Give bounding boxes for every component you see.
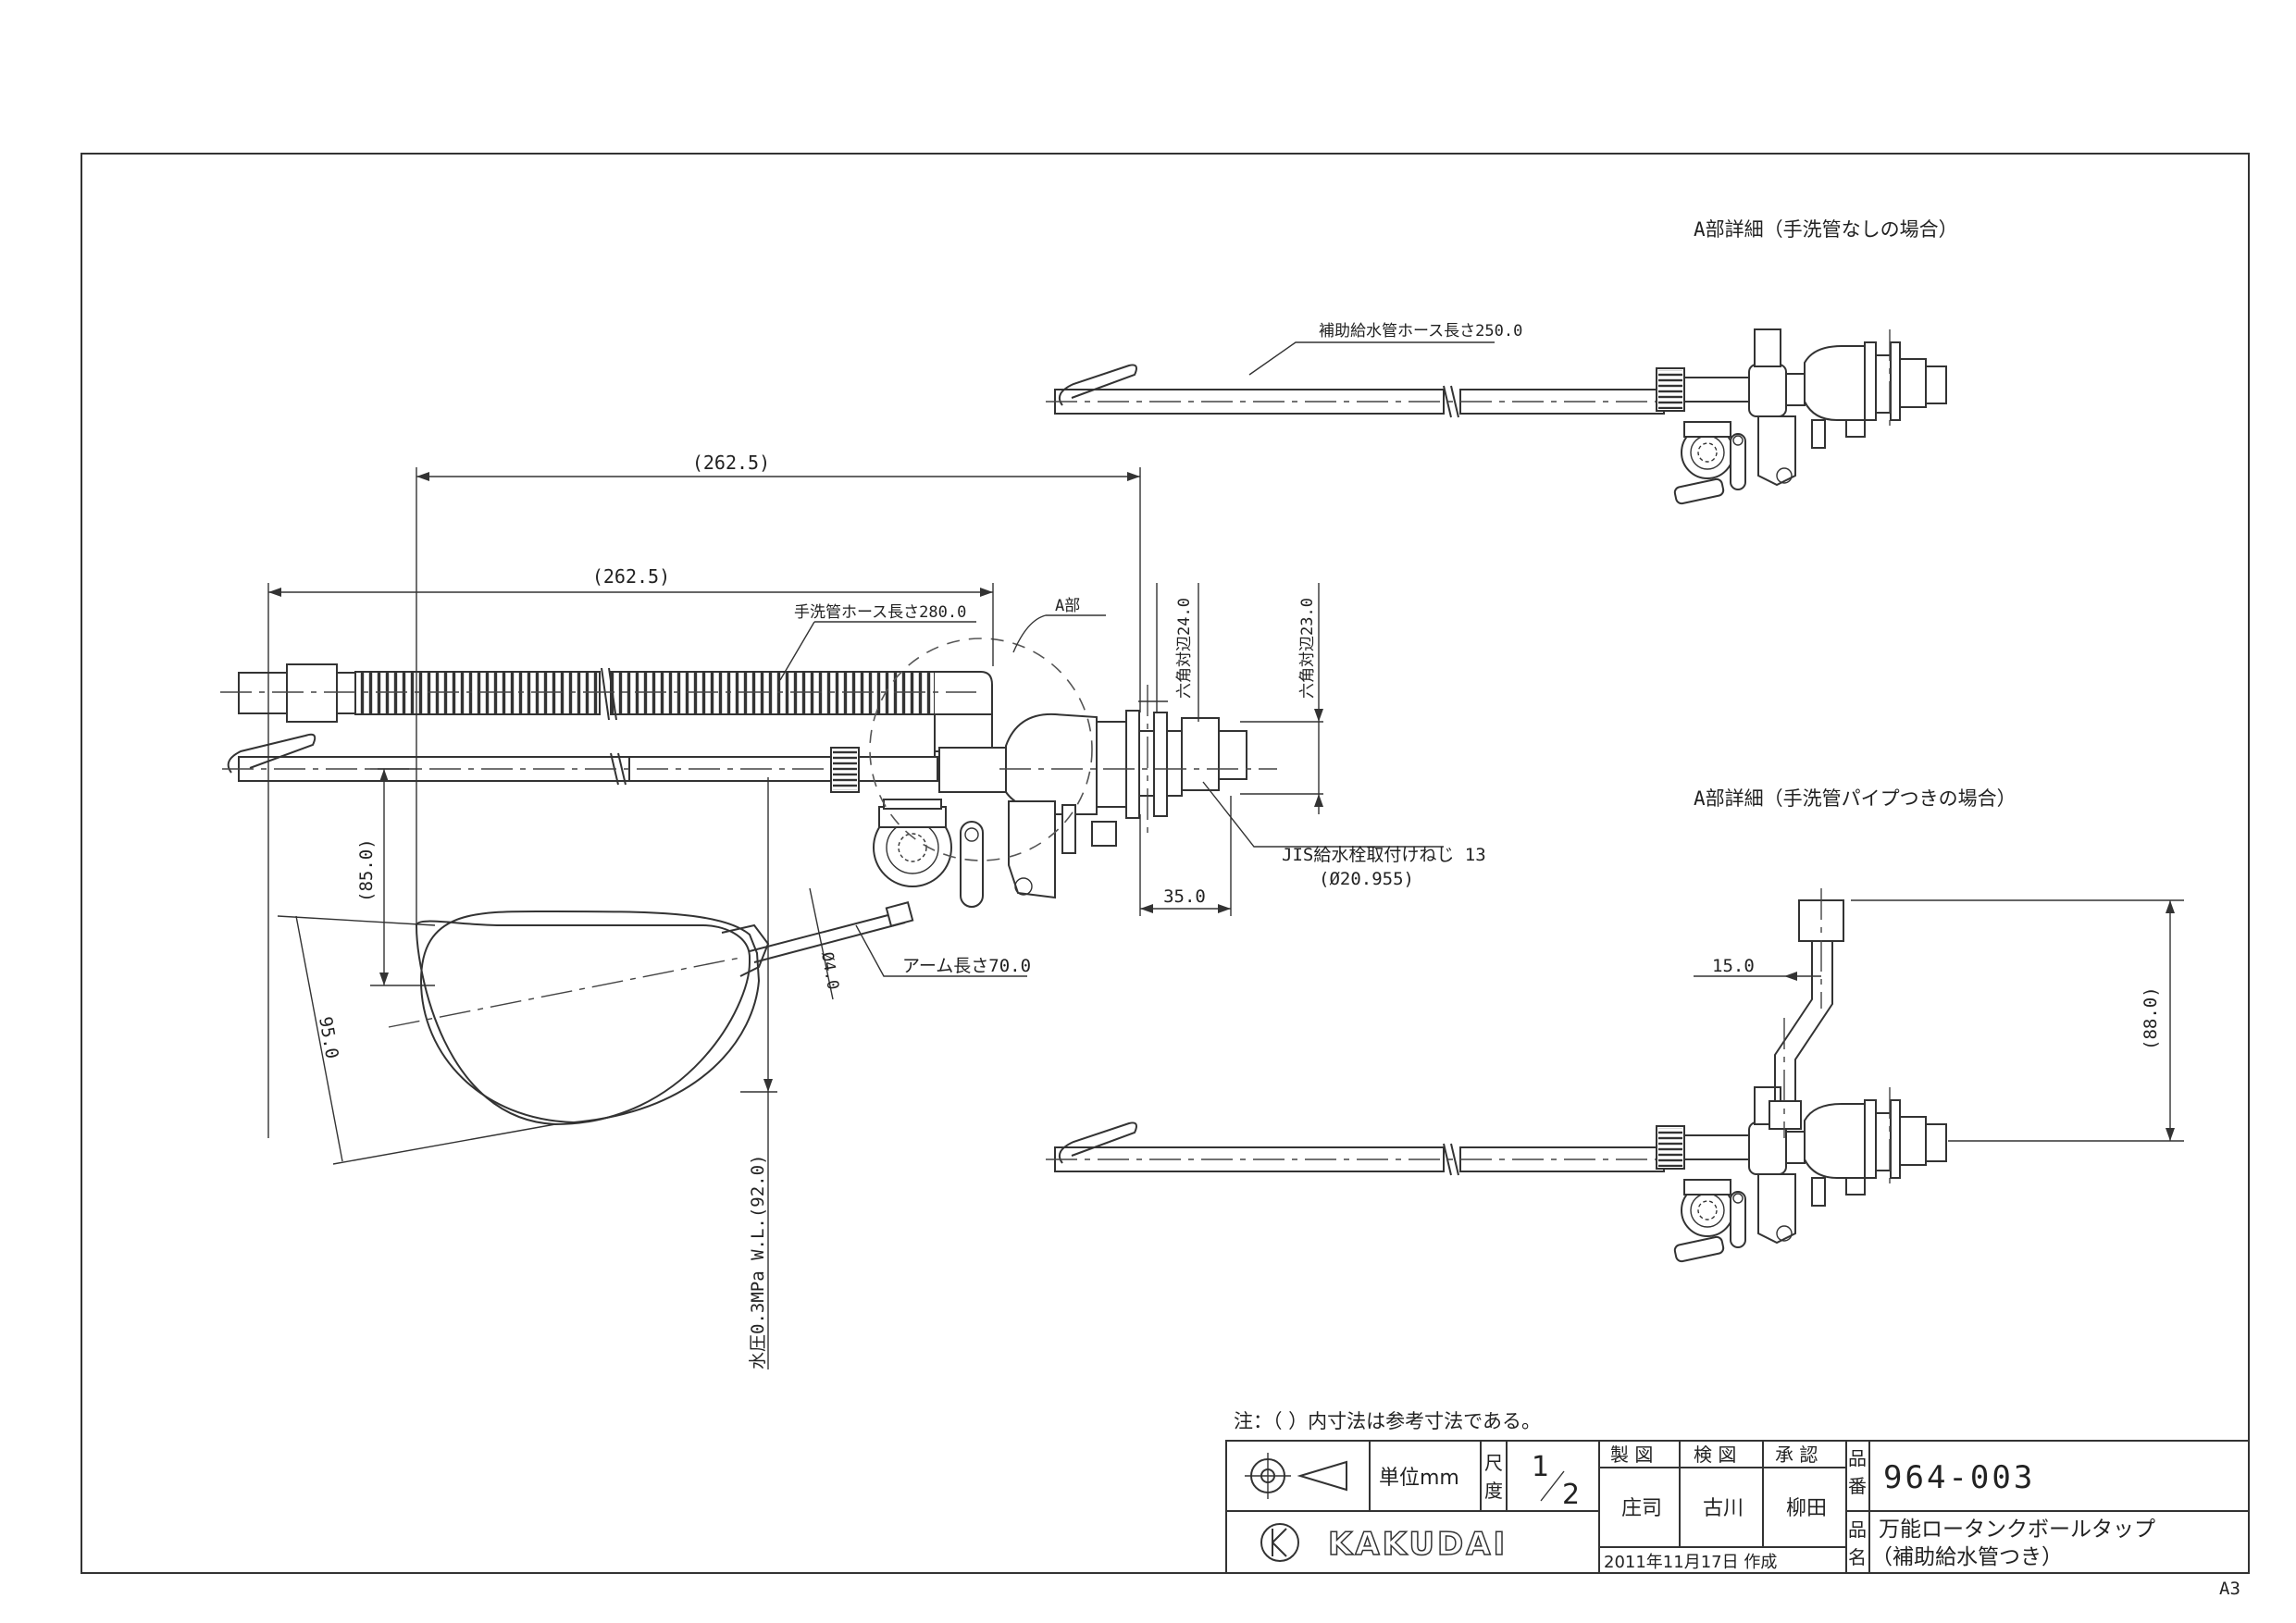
thread-diameter-label: (Ø20.955) xyxy=(1319,869,1414,889)
brand-name: KAKUDAI xyxy=(1328,1526,1508,1563)
approved-by: 柳田 xyxy=(1786,1497,1827,1520)
dim-85: (85.0) xyxy=(356,838,377,902)
scale-numerator: 1 xyxy=(1532,1451,1549,1483)
reference-dimension-note: 注：（ ）内寸法は参考寸法である。 xyxy=(1234,1410,1541,1432)
part-no-head-2: 番 xyxy=(1848,1475,1867,1497)
hex-23-label: 六角対辺23.0 xyxy=(1298,598,1317,699)
dim-35: 35.0 xyxy=(1163,886,1206,907)
part-name-1: 万能ロータンクボールタップ xyxy=(1879,1518,2155,1542)
scale-denominator: 2 xyxy=(1562,1479,1580,1511)
part-name-2: （補助給水管つき） xyxy=(1871,1545,2063,1569)
title-block: 単位mm 尺 度 1 2 KAKUDAI 製 図 検 図 承 認 庄司 古川 柳… xyxy=(1225,1440,2250,1574)
hand-hose-length: 手洗管ホース長さ280.0 xyxy=(794,603,966,622)
hex-24-label: 六角対辺24.0 xyxy=(1175,598,1194,699)
main-dimensions: (262.5) (262.5) 手洗管ホース長さ280.0 A部 六角対辺24.… xyxy=(267,452,1486,1369)
dim-15: 15.0 xyxy=(1712,956,1755,976)
approved-head: 承 認 xyxy=(1775,1443,1818,1466)
part-name-head-1: 品 xyxy=(1848,1518,1867,1541)
detail-no-pipe-title: A部詳細（手洗管なしの場合） xyxy=(1694,218,1958,241)
scale-label-1: 尺 xyxy=(1484,1452,1503,1474)
scale-label-2: 度 xyxy=(1484,1480,1503,1502)
detail-view-no-pipe: A部詳細（手洗管なしの場合） 補助給水管ホース長さ250.0 xyxy=(1046,218,1958,506)
dim-262-top: (262.5) xyxy=(692,452,770,474)
checked-by: 古川 xyxy=(1703,1497,1744,1520)
drawing-frame xyxy=(81,153,2250,1574)
main-assembly-view xyxy=(220,638,1277,1126)
jis-thread-label: JIS給水栓取付けねじ 13 xyxy=(1282,845,1486,865)
float-ball xyxy=(415,920,751,1126)
arm-length-label: アーム長さ70.0 xyxy=(902,956,1031,976)
kakudai-logo-icon xyxy=(1260,1523,1299,1562)
checked-head: 検 図 xyxy=(1694,1443,1736,1466)
made-by: 庄司 xyxy=(1621,1497,1662,1520)
dim-95: 95.0 xyxy=(315,1015,342,1060)
dim-88: (88.0) xyxy=(2141,986,2161,1050)
unit-label: 単位mm xyxy=(1379,1467,1459,1490)
part-number: 964-003 xyxy=(1883,1459,2035,1496)
part-name-head-2: 名 xyxy=(1848,1546,1867,1568)
creation-date: 2011年11月17日 作成 xyxy=(1604,1553,1777,1572)
part-a-label: A部 xyxy=(1055,597,1080,615)
dim-phi4: Ø4.0 xyxy=(817,950,842,991)
dim-262-mid: (262.5) xyxy=(592,565,670,588)
detail-a-circle xyxy=(869,638,1093,861)
detail-with-pipe-title: A部詳細（手洗管パイプつきの場合） xyxy=(1694,787,2017,810)
aux-hose-length-top: 補助給水管ホース長さ250.0 xyxy=(1319,322,1522,341)
sheet-size-label: A3 xyxy=(2219,1579,2240,1599)
detail-view-with-pipe: A部詳細（手洗管パイプつきの場合） 15.0 (88.0) xyxy=(1046,787,2184,1264)
part-no-head-1: 品 xyxy=(1848,1447,1867,1469)
water-pressure-label: 水圧0.3MPa W.L.(92.0) xyxy=(748,1155,768,1369)
third-angle-projection-icon xyxy=(1245,1453,1347,1499)
made-by-head: 製 図 xyxy=(1610,1443,1653,1466)
